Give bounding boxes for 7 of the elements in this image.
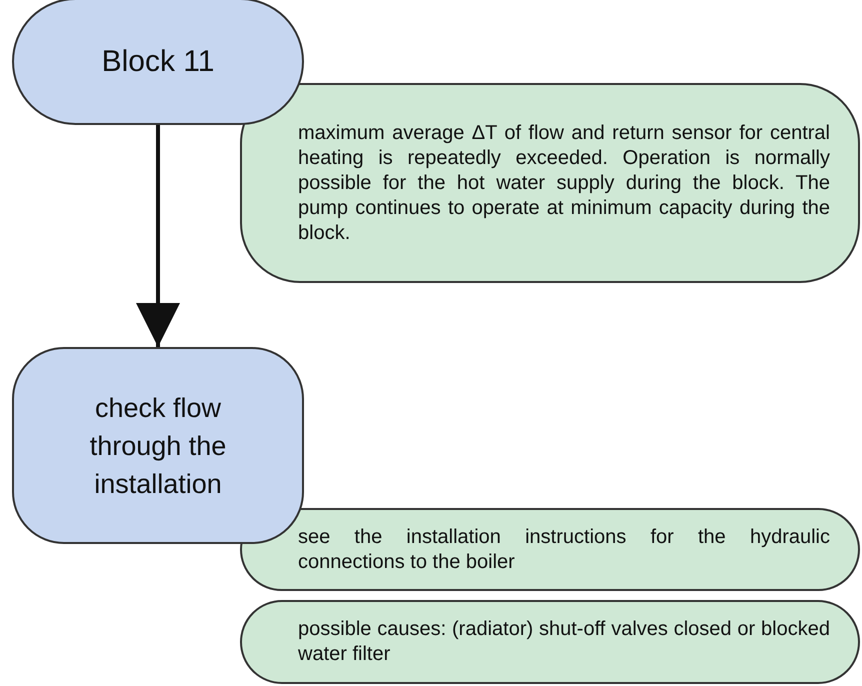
note-box [240,83,860,283]
note-text: see the installation instructions for the hydraulic connections to the boiler [298,524,830,574]
arrow [136,125,180,347]
note-text: maximum average ΔT of flow and return sensor for central heating is repeatedly exceeded. Operation is normally possible for the hot water supply during the block. The pump continues to operate at minimum capacity during the block. [298,120,830,246]
box-label: Block 11 [100,44,216,80]
box-label: check flow through the installation [88,392,228,500]
note-text: possible causes: (radiator) shut-off valves closed or blocked water filter [298,617,830,667]
